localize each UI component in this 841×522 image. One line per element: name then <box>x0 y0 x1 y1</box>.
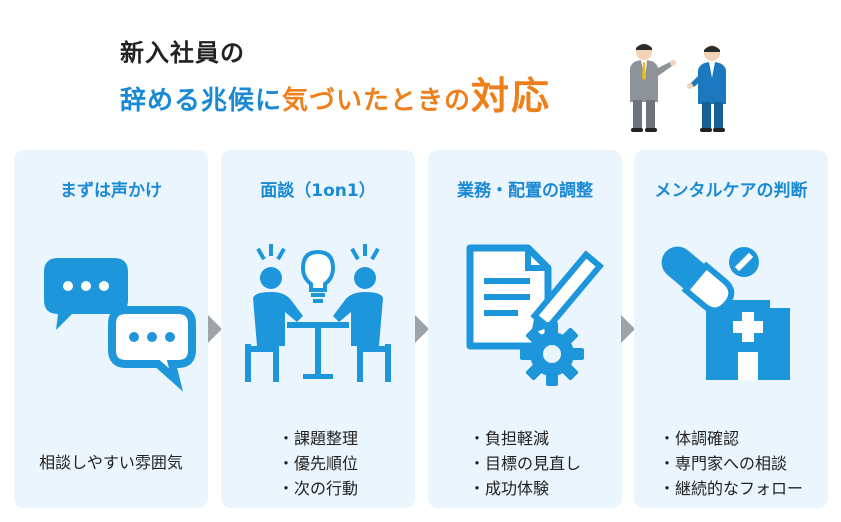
title-line2: 辞める兆候に気づいたときの対応 <box>120 74 551 126</box>
bullet-item: ・体調確認 <box>658 429 739 448</box>
card-text: 相談しやすい雰囲気 <box>39 453 183 472</box>
card-bullets: ・課題整理 ・優先順位 ・次の行動 <box>221 426 415 501</box>
title-orange-part: 気づいたときの <box>282 86 472 116</box>
card-interview: 面談（1on1） <box>221 150 415 508</box>
title-line1: 新入社員の <box>120 39 245 67</box>
bullet-item: ・次の行動 <box>277 479 358 498</box>
bullet-item: ・成功体験 <box>468 479 549 498</box>
card-title: まずは声かけ <box>60 181 162 201</box>
chat-bubbles-icon <box>44 258 196 392</box>
card-work-adjustment: 業務・配置の調整 ・負担軽減 ・目標の見直し ・成功体験 <box>428 150 622 508</box>
two-businessmen-illustration <box>630 44 726 132</box>
bullet-item: ・課題整理 <box>277 429 358 448</box>
card-title: メンタルケアの判断 <box>654 181 808 201</box>
title-blue-part: 辞める兆候に <box>120 86 283 116</box>
arrow-right-icon <box>415 315 429 343</box>
bullet-item: ・目標の見直し <box>468 454 581 473</box>
bullet-item: ・専門家への相談 <box>658 454 787 473</box>
card-title: 業務・配置の調整 <box>457 181 593 201</box>
card-bullets: ・負担軽減 ・目標の見直し ・成功体験 <box>428 426 622 501</box>
title-orange-emphasis: 対応 <box>471 74 552 118</box>
bullet-item: ・優先順位 <box>277 454 358 473</box>
hospital-capsule-icon <box>661 246 790 380</box>
card-mental-care: メンタルケアの判断 ・体調確認 ・専門家への相談 ・継続的なフォロー <box>634 150 828 508</box>
page-title: 新入社員の 辞める兆候に気づいたときの対応 <box>120 38 551 126</box>
card-voice-call: まずは声かけ 相談しやすい雰囲気 <box>14 150 208 508</box>
arrow-right-icon <box>208 315 222 343</box>
card-title: 面談（1on1） <box>260 181 376 201</box>
bullet-item: ・負担軽減 <box>468 429 549 448</box>
document-gear-icon <box>466 244 605 386</box>
arrow-right-icon <box>621 315 635 343</box>
meeting-idea-icon <box>245 244 391 382</box>
bullet-item: ・継続的なフォロー <box>658 479 803 498</box>
card-bullets: ・体調確認 ・専門家への相談 ・継続的なフォロー <box>634 426 828 501</box>
